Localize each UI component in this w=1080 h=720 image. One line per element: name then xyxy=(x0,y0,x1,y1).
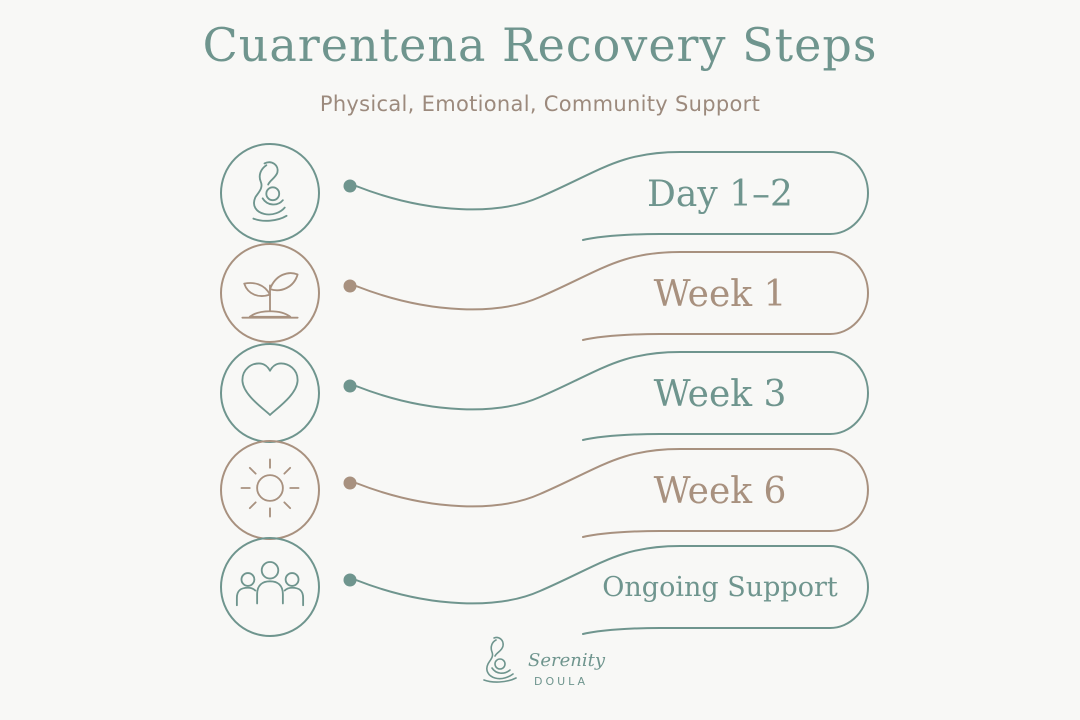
sun-icon xyxy=(240,458,300,518)
step-icon-circle xyxy=(220,143,320,243)
step-pill-outline xyxy=(355,151,869,241)
page-subtitle: Physical, Emotional, Community Support xyxy=(319,92,761,116)
step-label: Day 1–2 xyxy=(647,174,793,215)
step-label: Week 1 xyxy=(654,274,787,315)
step-row: Week 3 xyxy=(220,343,869,443)
step-icon-circle xyxy=(220,440,320,540)
page-title: Cuarentena Recovery Steps xyxy=(202,18,878,72)
step-icon-circle xyxy=(220,243,320,343)
step-label: Ongoing Support xyxy=(602,572,838,603)
step-pill-outline xyxy=(355,448,869,538)
heart-icon xyxy=(241,362,299,416)
step-label: Week 6 xyxy=(654,471,787,512)
brand-name: Serenity xyxy=(528,650,605,671)
connector-dot xyxy=(343,573,357,587)
brand-logo-icon xyxy=(483,636,517,683)
step-row: Day 1–2 xyxy=(220,143,869,243)
step-pill-outline xyxy=(355,545,869,635)
step-pill-outline xyxy=(355,351,869,441)
step-label: Week 3 xyxy=(654,374,787,415)
connector-dot xyxy=(343,379,357,393)
step-icon-circle xyxy=(220,537,320,637)
connector-dot xyxy=(343,179,357,193)
connector-dot xyxy=(343,476,357,490)
step-pill-outline xyxy=(355,251,869,341)
step-row: Week 1 xyxy=(220,243,869,343)
community-icon xyxy=(235,561,305,607)
mother-baby-icon xyxy=(252,161,288,222)
step-row: Ongoing Support xyxy=(220,537,869,637)
step-row: Week 6 xyxy=(220,440,869,540)
brand-tagline: DOULA xyxy=(534,675,589,688)
step-icon-circle xyxy=(220,343,320,443)
connector-dot xyxy=(343,279,357,293)
sprout-icon xyxy=(241,272,299,319)
